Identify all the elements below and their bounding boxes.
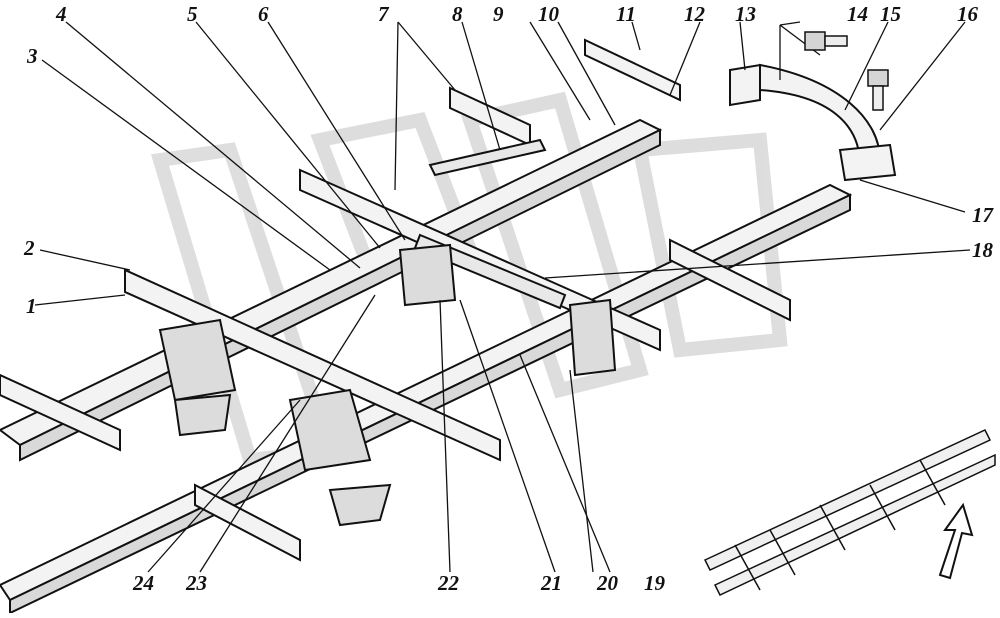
callout-label: 4 bbox=[56, 2, 67, 26]
callout-label: 12 bbox=[684, 2, 705, 26]
callout-label: 3 bbox=[27, 44, 38, 68]
callout-label: 10 bbox=[538, 2, 559, 26]
callout-label: 20 bbox=[597, 571, 618, 595]
bolt-icon bbox=[804, 31, 848, 51]
callout-label: 15 bbox=[880, 2, 901, 26]
callout-label: 21 bbox=[541, 571, 562, 595]
callout-label: 11 bbox=[616, 2, 636, 26]
inset-frame-thumbnail bbox=[703, 429, 996, 596]
callout-label: 5 bbox=[187, 2, 198, 26]
callout-label: 23 bbox=[186, 571, 207, 595]
callout-label: 17 bbox=[972, 203, 993, 227]
callout-label: 7 bbox=[378, 2, 389, 26]
callout-label: 22 bbox=[438, 571, 459, 595]
rear-frame-loop bbox=[729, 63, 897, 182]
callout-label: 14 bbox=[847, 2, 868, 26]
callout-label: 24 bbox=[133, 571, 154, 595]
callout-label: 1 bbox=[26, 294, 37, 318]
callout-label: 18 bbox=[972, 238, 993, 262]
up-right-arrow-icon bbox=[938, 502, 974, 580]
callout-label: 6 bbox=[258, 2, 269, 26]
callout-label: 16 bbox=[957, 2, 978, 26]
bolt-icon bbox=[867, 69, 889, 111]
support-brackets bbox=[158, 243, 617, 527]
callout-label: 9 bbox=[493, 2, 504, 26]
callout-label: 19 bbox=[644, 571, 665, 595]
tube-bar bbox=[413, 138, 567, 310]
callout-label: 2 bbox=[24, 236, 35, 260]
callout-label: 13 bbox=[735, 2, 756, 26]
callout-label: 8 bbox=[452, 2, 463, 26]
leader-lines bbox=[34, 21, 971, 573]
